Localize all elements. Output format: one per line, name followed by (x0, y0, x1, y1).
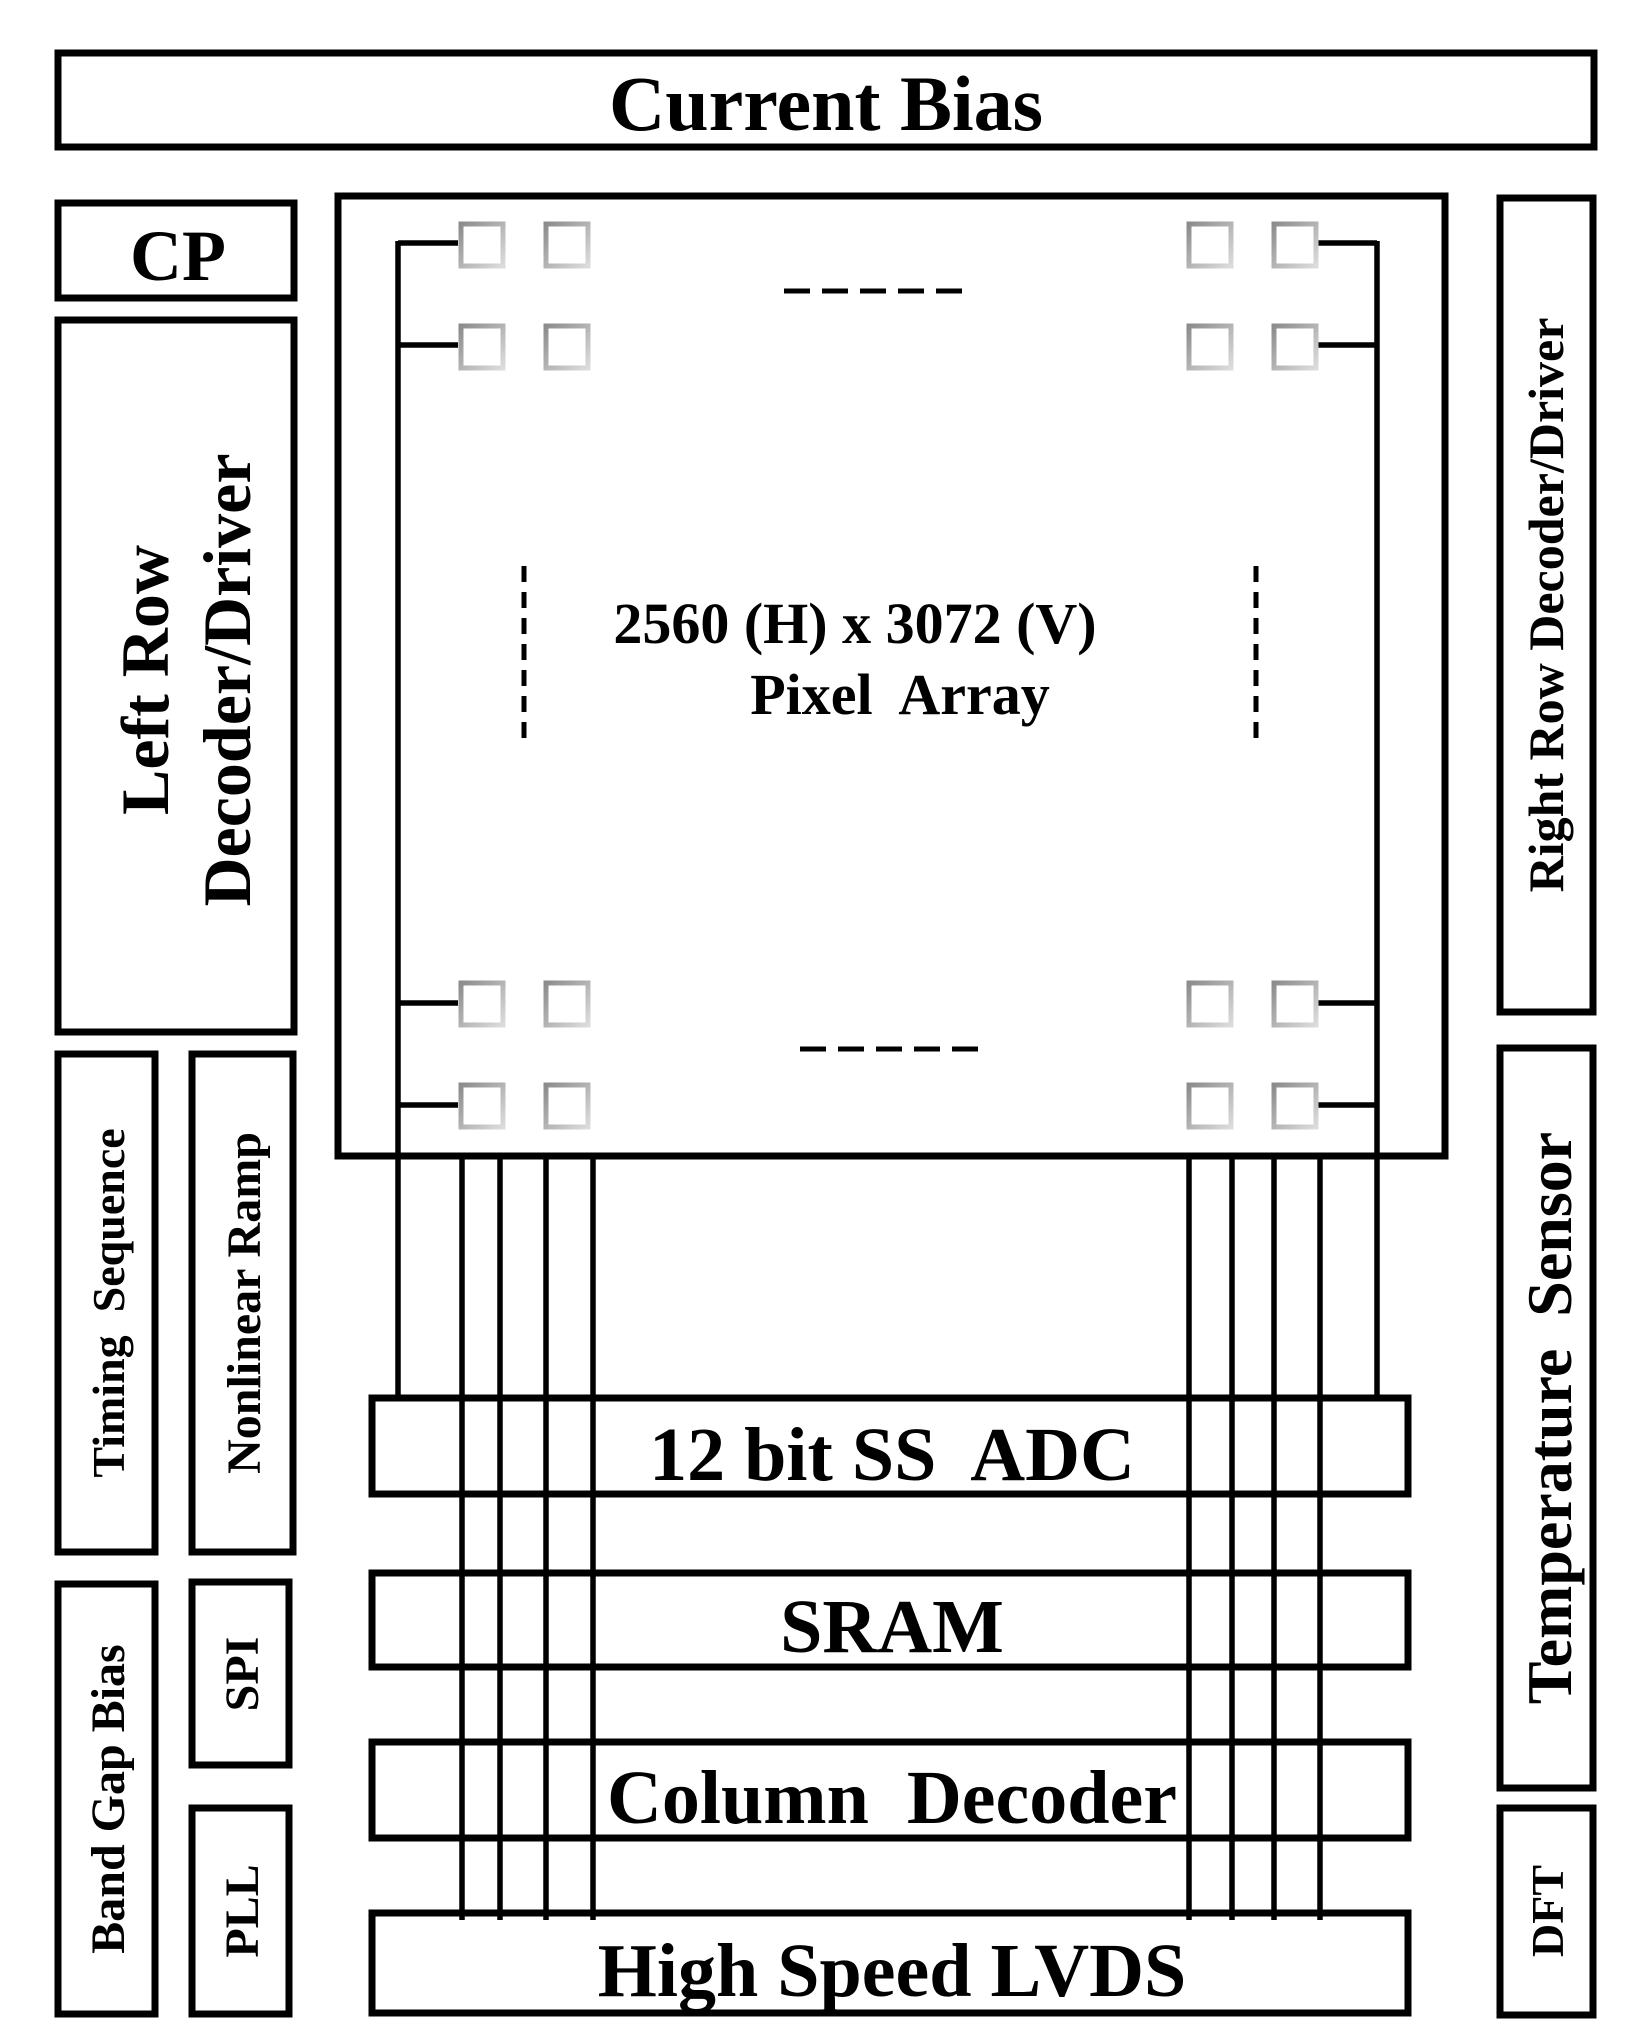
column-bus-lines (459, 1156, 1323, 1920)
pixel-cell (543, 221, 591, 269)
pixel-cell (1271, 1082, 1319, 1130)
dft-block: DFT (1496, 1804, 1597, 2019)
timing-sequence-label: Timing Sequence (83, 1128, 134, 1477)
adc-block: 12 bit SS ADC (368, 1394, 1412, 1498)
current-bias-block: Current Bias (54, 49, 1598, 151)
pixel-cell (543, 1082, 591, 1130)
spi-label: SPI (216, 1637, 269, 1712)
band-gap-bias-label: Band Gap Bias (82, 1644, 135, 1953)
left-row-label-line1: Left Row (107, 545, 183, 815)
pixel-cell (543, 980, 591, 1028)
pixel-cell (1186, 221, 1234, 269)
temperature-sensor-block: Temperature Sensor (1496, 1044, 1597, 1792)
nonlinear-ramp-label: Nonlinear Ramp (218, 1132, 271, 1474)
band-gap-bias-block: Band Gap Bias (54, 1580, 159, 2018)
pixel-cell (458, 1082, 506, 1130)
pixel-array-ellipsis (521, 288, 1259, 1052)
timing-sequence-block: Timing Sequence (54, 1050, 159, 1556)
temperature-sensor-label: Temperature Sensor (1514, 1132, 1585, 1704)
pixel-cell (1186, 323, 1234, 371)
pll-block: PLL (188, 1804, 293, 2018)
pixel-cell (1271, 323, 1319, 371)
lvds-block: High Speed LVDS (368, 1909, 1412, 2017)
spi-block: SPI (188, 1578, 293, 1769)
left-row-decoder-block: Left Row Decoder/Driver (54, 316, 298, 1036)
left-row-label-line2: Decoder/Driver (189, 453, 265, 906)
current-bias-label: Current Bias (609, 60, 1043, 147)
nonlinear-ramp-block: Nonlinear Ramp (188, 1050, 297, 1556)
dft-label: DFT (1522, 1865, 1573, 1957)
pixel-cell (1186, 980, 1234, 1028)
sram-label: SRAM (780, 1585, 1004, 1669)
pixel-array-label-line1: 2560 (H) x 3072 (V) (613, 591, 1096, 656)
pixel-array-wiring (395, 240, 1380, 1396)
pixel-cell (1186, 1082, 1234, 1130)
pixel-cell (458, 221, 506, 269)
pixel-cell (1271, 221, 1319, 269)
right-row-decoder-block: Right Row Decoder/Driver (1496, 194, 1597, 1016)
sram-block: SRAM (368, 1569, 1412, 1671)
pixel-cell (458, 980, 506, 1028)
lvds-label: High Speed LVDS (598, 1929, 1187, 2013)
column-decoder-label: Column Decoder (607, 1756, 1177, 1840)
pixel-cell (543, 323, 591, 371)
right-row-label: Right Row Decoder/Driver (1518, 318, 1574, 893)
column-decoder-block: Column Decoder (368, 1738, 1412, 1842)
pll-label: PLL (216, 1864, 269, 1957)
pixel-cell (1271, 980, 1319, 1028)
adc-label: 12 bit SS ADC (649, 1413, 1135, 1497)
pixel-array-block: 2560 (H) x 3072 (V) Pixel Array (334, 192, 1449, 1160)
pixel-cell (458, 323, 506, 371)
cp-block: CP (54, 199, 298, 302)
cp-label: CP (130, 216, 226, 296)
pixel-array-label-line2: Pixel Array (750, 662, 1050, 727)
pixel-cells (458, 221, 1319, 1130)
